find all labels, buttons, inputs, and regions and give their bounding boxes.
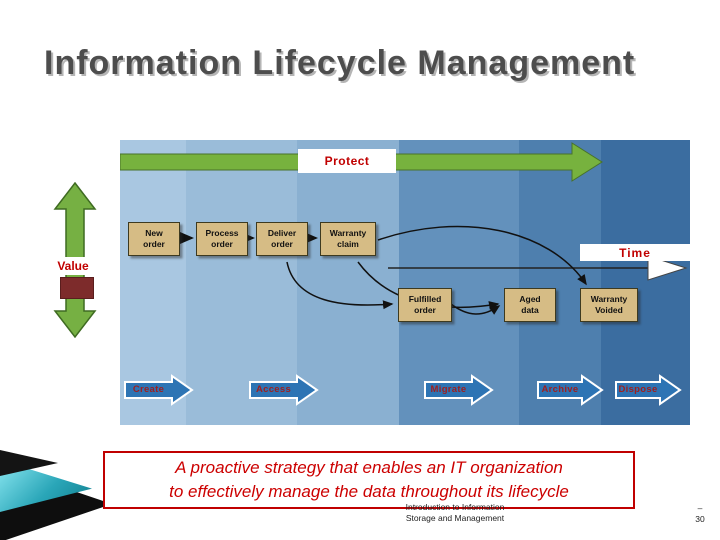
migrate-arrow [424,374,494,406]
phase-label-migrate: Migrate [430,384,467,395]
summary-line-1: A proactive strategy that enables an IT … [175,458,563,477]
page-number-value: 30 [695,514,705,524]
lifecycle-diagram: Protect Time New order Process order Del… [120,140,690,425]
phase-band-3 [297,140,400,425]
summary-box: A proactive strategy that enables an IT … [103,451,635,509]
box-aged-data: Aged data [504,288,556,322]
diagram-arrows [120,142,688,406]
phase-label-access: Access [255,384,292,395]
access-arrow [249,374,319,406]
protect-label: Protect [298,149,396,173]
footer-line-1: Introduction to Information [405,502,505,512]
archive-arrow [537,374,604,406]
box-new-order: New order [128,222,180,256]
phase-label-archive: Archive [541,384,579,395]
flow-connectors [180,225,587,315]
time-axis-arrow [388,255,688,281]
box-warranty-voided: Warranty Voided [580,288,638,322]
value-label: Value [46,257,100,275]
box-deliver-order: Deliver order [256,222,308,256]
phase-band-4 [399,140,520,425]
slide-title: Information Lifecycle Management [44,44,636,82]
box-fulfilled-order: Fulfilled order [398,288,452,322]
phase-band-6 [601,140,690,425]
time-label: Time [580,244,690,261]
box-warranty-claim: Warranty claim [320,222,376,256]
phase-label-dispose: Dispose [618,384,658,395]
value-marker [60,277,94,299]
page-dash: – [697,503,703,513]
footer-line-2: Storage and Management [405,513,505,523]
phase-label-create: Create [132,384,165,395]
dispose-arrow [615,374,682,406]
create-arrow [124,374,194,406]
page-number: – 30 [690,503,710,525]
box-process-order: Process order [196,222,248,256]
footer-course-title: Introduction to Information Storage and … [330,502,580,524]
phase-band-2 [186,140,298,425]
summary-line-2: to effectively manage the data throughou… [169,482,569,501]
phase-arrows [124,374,682,406]
